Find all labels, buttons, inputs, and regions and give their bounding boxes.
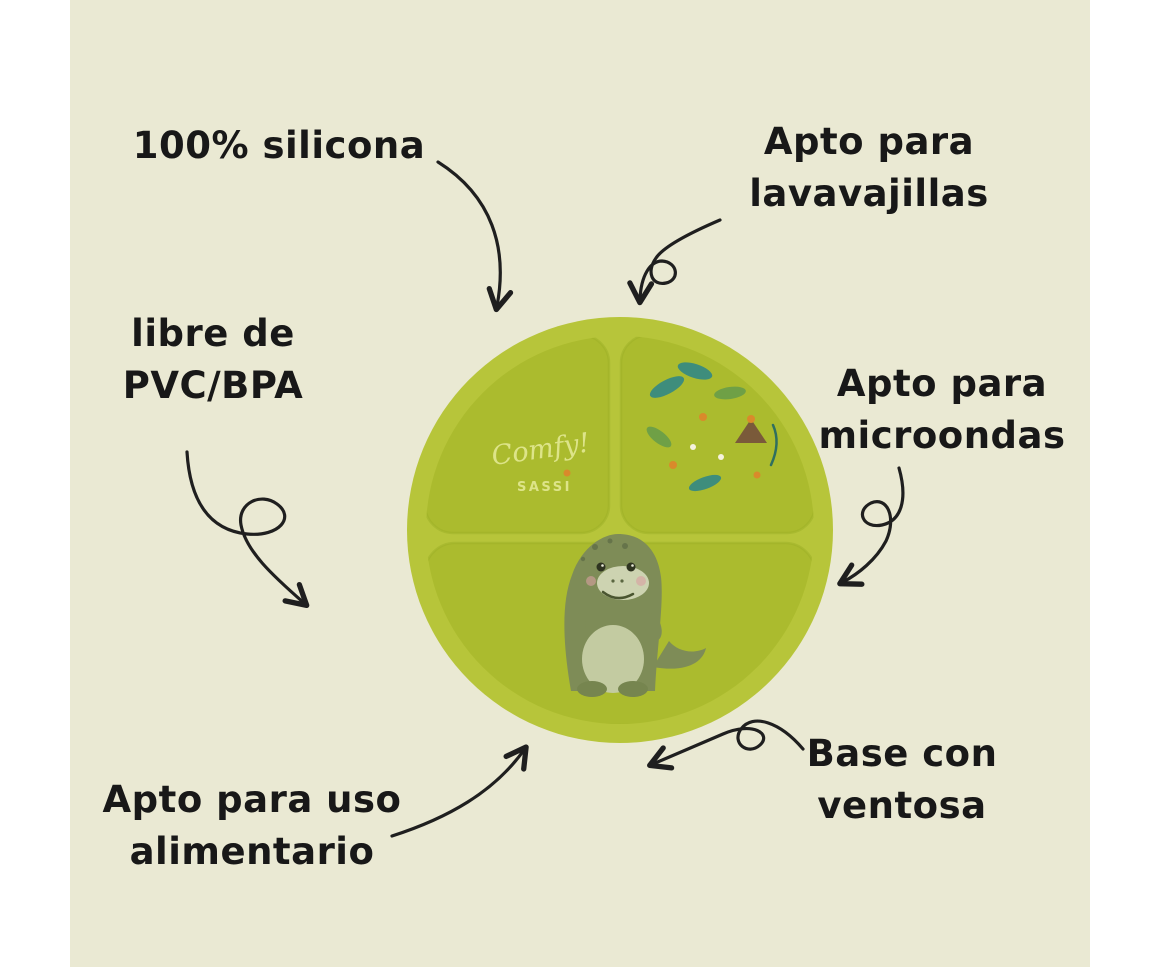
- label-line: Apto para: [763, 120, 975, 163]
- label-line: microondas: [818, 414, 1066, 457]
- label-libre-pvc-bpa: libre de PVC/BPA: [123, 308, 303, 412]
- label-line: alimentario: [129, 830, 375, 873]
- label-line: 100% silicona: [132, 124, 426, 167]
- label-line: Apto para uso: [102, 778, 402, 821]
- label-line: PVC/BPA: [122, 364, 304, 407]
- brand-logo-name: SASSI: [517, 480, 572, 495]
- label-apto-lavavajillas: Apto para lavavajillas: [749, 116, 989, 220]
- label-line: Base con: [806, 732, 998, 775]
- label-apto-uso-alimentario: Apto para uso alimentario: [103, 774, 402, 878]
- label-line: Apto para: [836, 362, 1048, 405]
- label-line: libre de: [131, 312, 295, 355]
- label-apto-microondas: Apto para microondas: [818, 358, 1065, 462]
- label-base-con-ventosa: Base con ventosa: [807, 728, 998, 832]
- label-line: ventosa: [817, 784, 987, 827]
- label-100-silicona: 100% silicona: [133, 120, 425, 172]
- label-line: lavavajillas: [749, 172, 989, 215]
- plate: Comfy! SASSI: [405, 315, 835, 745]
- dinosaur-illustration: [564, 534, 706, 697]
- jungle-pattern-illustration: [646, 362, 778, 492]
